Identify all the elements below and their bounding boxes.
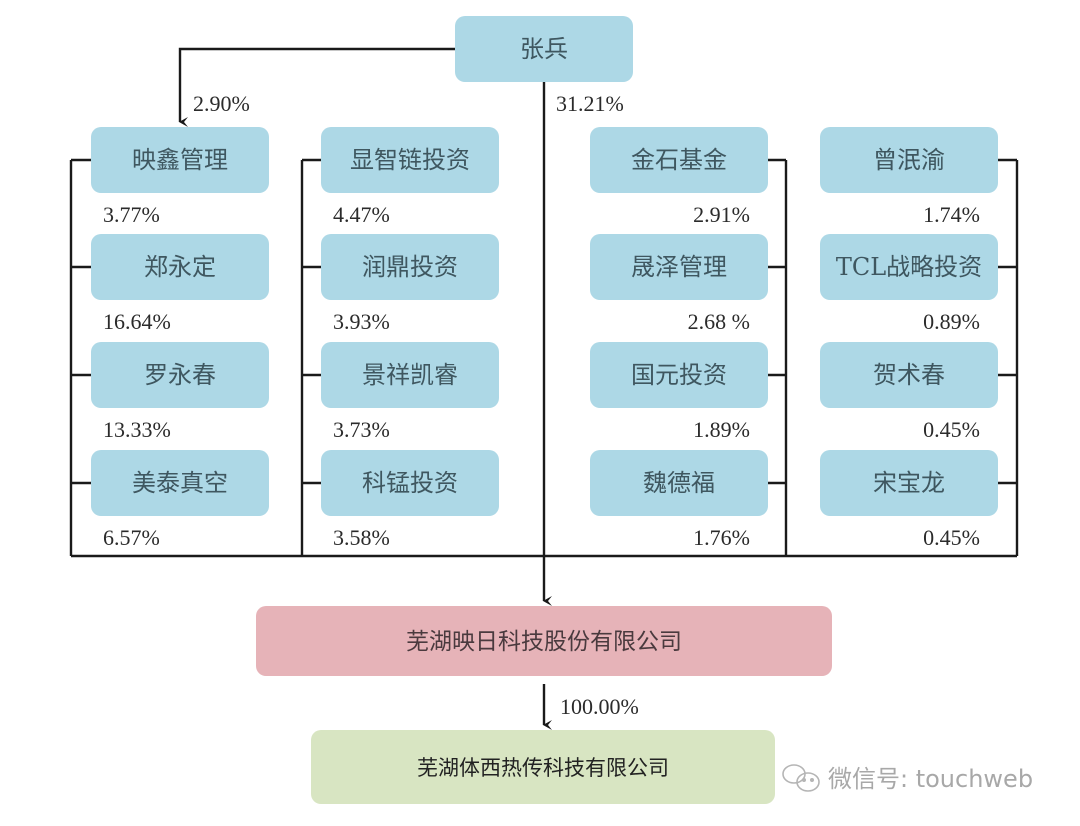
- shareholder-stake: 0.45%: [923, 525, 980, 550]
- shareholder-stake: 2.68 %: [688, 309, 750, 334]
- shareholder-name: 映鑫管理: [132, 146, 228, 174]
- shareholder-name: 景祥凯睿: [362, 361, 458, 389]
- shareholder-box: [820, 234, 998, 300]
- shareholder-name: 魏德福: [643, 469, 715, 497]
- watermark-text: 微信号: touchweb: [828, 765, 1033, 793]
- shareholder-box: [91, 342, 269, 408]
- wechat-icon: [782, 764, 820, 792]
- shareholder-node: 金石基金 2.91%: [590, 127, 768, 227]
- shareholder-name: 宋宝龙: [873, 469, 945, 497]
- shareholder-stake: 1.74%: [923, 202, 980, 227]
- shareholder-stake: 1.89%: [693, 417, 750, 442]
- shareholder-box: [91, 234, 269, 300]
- shareholder-stake: 3.77%: [103, 202, 160, 227]
- shareholder-node: 晟泽管理 2.68 %: [590, 234, 768, 334]
- subsidiary-box: [311, 730, 775, 804]
- shareholder-stake: 3.93%: [333, 309, 390, 334]
- shareholder-node: TCL战略投资 0.89%: [820, 234, 998, 334]
- shareholder-stake: 2.91%: [693, 202, 750, 227]
- subsidiary-stake-label: 100.00%: [560, 694, 639, 719]
- shareholder-box: [820, 450, 998, 516]
- shareholder-stake: 4.47%: [333, 202, 390, 227]
- yingxin-stake-label: 2.90%: [193, 91, 250, 116]
- shareholder-column-1: 映鑫管理 3.77% 郑永定 16.64% 罗永春 13.33% 美泰真空 6.57%: [91, 127, 269, 550]
- shareholder-stake: 3.58%: [333, 525, 390, 550]
- shareholder-columns: 映鑫管理 3.77% 郑永定 16.64% 罗永春 13.33% 美泰真空 6.57% 显智链投…: [91, 127, 998, 550]
- shareholder-name: 科锰投资: [362, 469, 458, 497]
- target-company-node: 芜湖映日科技股份有限公司: [256, 606, 832, 676]
- shareholder-column-3: 金石基金 2.91% 晟泽管理 2.68 % 国元投资 1.89% 魏德福 1.76%: [590, 127, 768, 550]
- shareholder-box: [590, 450, 768, 516]
- shareholder-box: [321, 342, 499, 408]
- shareholder-box: [321, 234, 499, 300]
- shareholder-name: 郑永定: [144, 253, 216, 281]
- shareholder-node: 宋宝龙 0.45%: [820, 450, 998, 550]
- shareholder-name: 贺术春: [873, 361, 945, 389]
- shareholder-name: 显智链投资: [350, 146, 470, 174]
- shareholder-name: 金石基金: [631, 146, 727, 174]
- target-company-name: 芜湖映日科技股份有限公司: [406, 629, 682, 655]
- shareholder-node: 润鼎投资 3.93%: [321, 234, 499, 334]
- shareholder-box: [91, 127, 269, 193]
- top-holder-node: 张兵: [455, 16, 633, 82]
- shareholder-node: 显智链投资 4.47%: [321, 127, 499, 227]
- shareholder-stake: 1.76%: [693, 525, 750, 550]
- shareholder-box: [590, 342, 768, 408]
- shareholder-box: [321, 127, 499, 193]
- shareholder-name: TCL战略投资: [836, 253, 982, 281]
- shareholder-name: 罗永春: [144, 361, 216, 389]
- shareholder-node: 美泰真空 6.57%: [91, 450, 269, 550]
- shareholder-box: [820, 127, 998, 193]
- top-holder-name: 张兵: [520, 35, 568, 63]
- shareholder-box: [590, 234, 768, 300]
- shareholder-name: 国元投资: [631, 361, 727, 389]
- shareholder-name: 曾泯渝: [873, 146, 945, 174]
- shareholder-name: 晟泽管理: [631, 253, 727, 281]
- subsidiary-node: 芜湖体西热传科技有限公司: [311, 730, 775, 804]
- shareholder-node: 景祥凯睿 3.73%: [321, 342, 499, 442]
- subsidiary-name: 芜湖体西热传科技有限公司: [417, 756, 669, 780]
- shareholder-node: 罗永春 13.33%: [91, 342, 269, 442]
- shareholder-stake: 0.89%: [923, 309, 980, 334]
- watermark: 微信号: touchweb: [782, 764, 1033, 793]
- shareholder-node: 曾泯渝 1.74%: [820, 127, 998, 227]
- shareholder-column-4: 曾泯渝 1.74% TCL战略投资 0.89% 贺术春 0.45% 宋宝龙 0.45%: [820, 127, 998, 550]
- shareholder-column-2: 显智链投资 4.47% 润鼎投资 3.93% 景祥凯睿 3.73% 科锰投资 3.58%: [321, 127, 499, 550]
- shareholder-box: [91, 450, 269, 516]
- shareholder-node: 国元投资 1.89%: [590, 342, 768, 442]
- shareholder-stake: 13.33%: [103, 417, 171, 442]
- shareholder-stake: 3.73%: [333, 417, 390, 442]
- shareholder-name: 美泰真空: [132, 469, 228, 497]
- shareholder-node: 郑永定 16.64%: [91, 234, 269, 334]
- shareholder-node: 科锰投资 3.58%: [321, 450, 499, 550]
- shareholder-box: [820, 342, 998, 408]
- shareholder-stake: 16.64%: [103, 309, 171, 334]
- connector-lines: [69, 47, 1019, 730]
- holder-to-yingxin-arrow: [178, 47, 455, 127]
- top-holder-box: [455, 16, 633, 82]
- shareholder-node: 映鑫管理 3.77%: [91, 127, 269, 227]
- shareholder-node: 贺术春 0.45%: [820, 342, 998, 442]
- shareholder-name: 润鼎投资: [362, 253, 458, 281]
- shareholder-stake: 0.45%: [923, 417, 980, 442]
- target-company-box: [256, 606, 832, 676]
- shareholder-box: [321, 450, 499, 516]
- shareholder-node: 魏德福 1.76%: [590, 450, 768, 550]
- shareholder-box: [590, 127, 768, 193]
- direct-stake-label: 31.21%: [556, 91, 624, 116]
- shareholder-stake: 6.57%: [103, 525, 160, 550]
